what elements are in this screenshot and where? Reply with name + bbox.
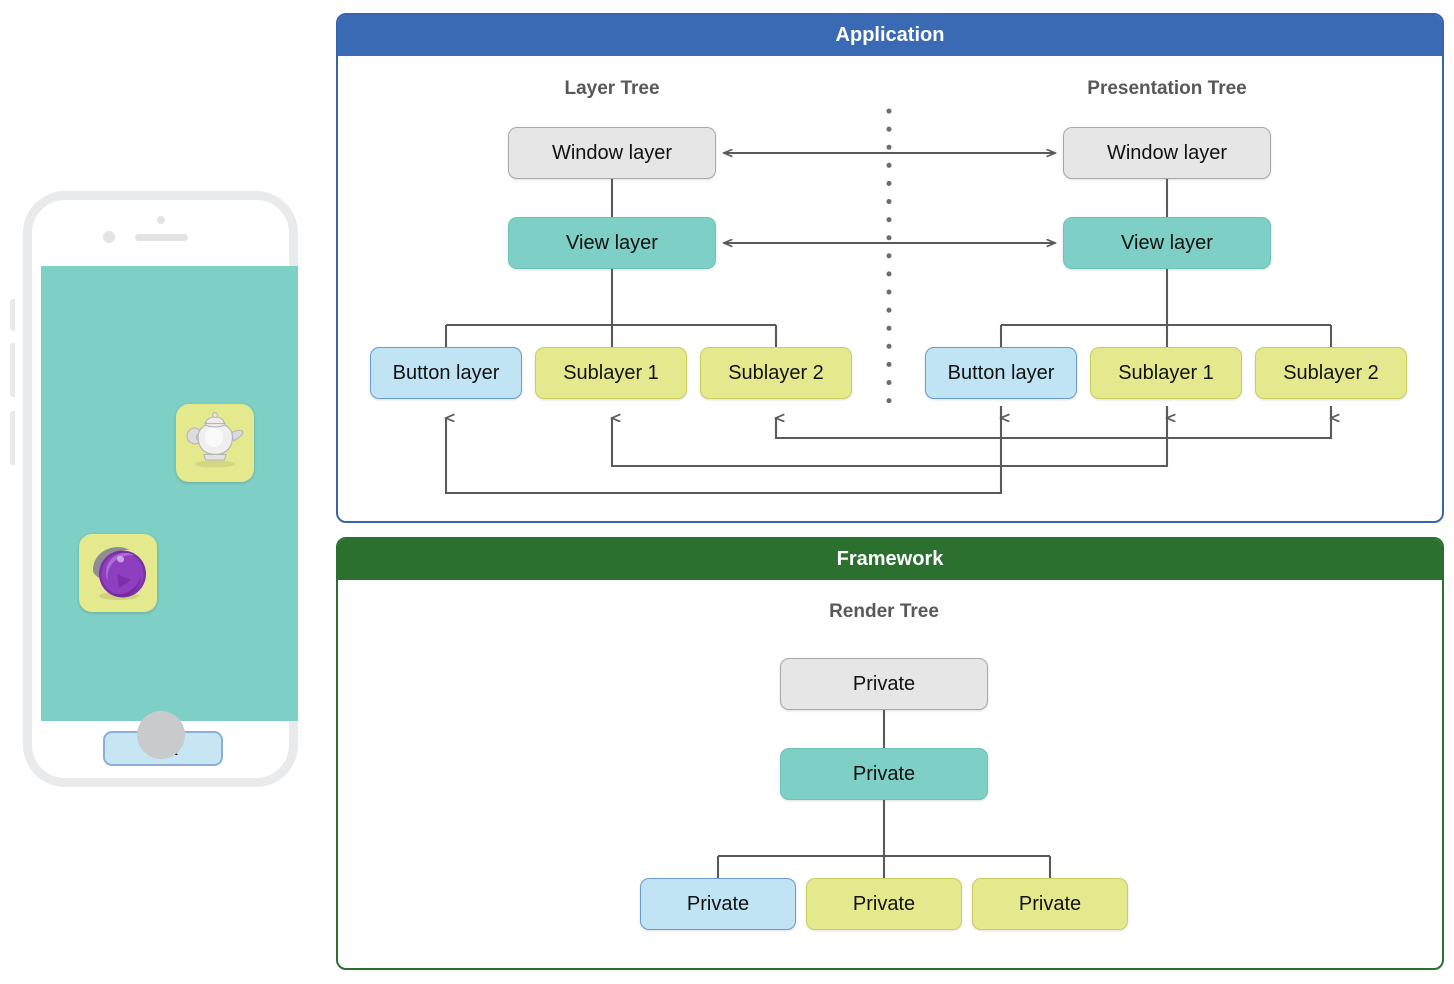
phone-volume-up-button: [10, 343, 15, 397]
layer-tree-sublayer-2-node[interactable]: Sublayer 2: [700, 347, 852, 399]
application-panel: Application Layer Tree Presentation Tree…: [336, 13, 1444, 523]
sphere-icon-tile[interactable]: [79, 534, 157, 612]
proximity-sensor-icon: [102, 231, 115, 243]
presentation-tree-view-layer-node[interactable]: View layer: [1063, 217, 1271, 269]
phone-body: OK: [23, 191, 298, 787]
home-button[interactable]: [136, 711, 185, 759]
presentation-tree-sublayer-1-node[interactable]: Sublayer 1: [1090, 347, 1242, 399]
framework-panel-body: Render Tree Private Private Private Priv…: [338, 580, 1442, 968]
layer-tree-sublayer-1-node[interactable]: Sublayer 1: [535, 347, 687, 399]
framework-panel: Framework Render Tree Private Private Pr…: [336, 537, 1444, 970]
framework-panel-title: Framework: [338, 539, 1442, 580]
purple-sphere-icon: [93, 547, 146, 600]
teapot-icon-tile[interactable]: [176, 404, 254, 482]
phone-silent-switch: [10, 299, 15, 331]
teapot-icon: [186, 412, 244, 468]
presentation-tree-sublayer-2-node[interactable]: Sublayer 2: [1255, 347, 1407, 399]
application-connector-lines: [338, 108, 1442, 495]
presentation-tree-window-layer-node[interactable]: Window layer: [1063, 127, 1271, 179]
phone-volume-down-button: [10, 411, 15, 465]
front-camera-icon: [156, 216, 165, 224]
render-tree-title: Render Tree: [829, 601, 939, 622]
application-panel-body: Layer Tree Presentation Tree Window laye…: [338, 56, 1442, 521]
iphone-mockup: OK: [10, 191, 298, 787]
render-tree-child-1-node[interactable]: Private: [640, 878, 796, 930]
render-tree-child-3-node[interactable]: Private: [972, 878, 1128, 930]
layer-tree-button-layer-node[interactable]: Button layer: [370, 347, 522, 399]
presentation-tree-title: Presentation Tree: [1087, 78, 1247, 99]
render-tree-root-node[interactable]: Private: [780, 658, 988, 710]
phone-screen: OK: [41, 266, 298, 766]
layer-tree-title: Layer Tree: [564, 78, 660, 99]
earpiece-speaker-icon: [134, 234, 188, 241]
application-panel-title: Application: [338, 15, 1442, 56]
presentation-tree-button-layer-node[interactable]: Button layer: [925, 347, 1077, 399]
render-tree-mid-node[interactable]: Private: [780, 748, 988, 800]
layer-tree-window-layer-node[interactable]: Window layer: [508, 127, 716, 179]
render-tree-child-2-node[interactable]: Private: [806, 878, 962, 930]
layer-tree-view-layer-node[interactable]: View layer: [508, 217, 716, 269]
